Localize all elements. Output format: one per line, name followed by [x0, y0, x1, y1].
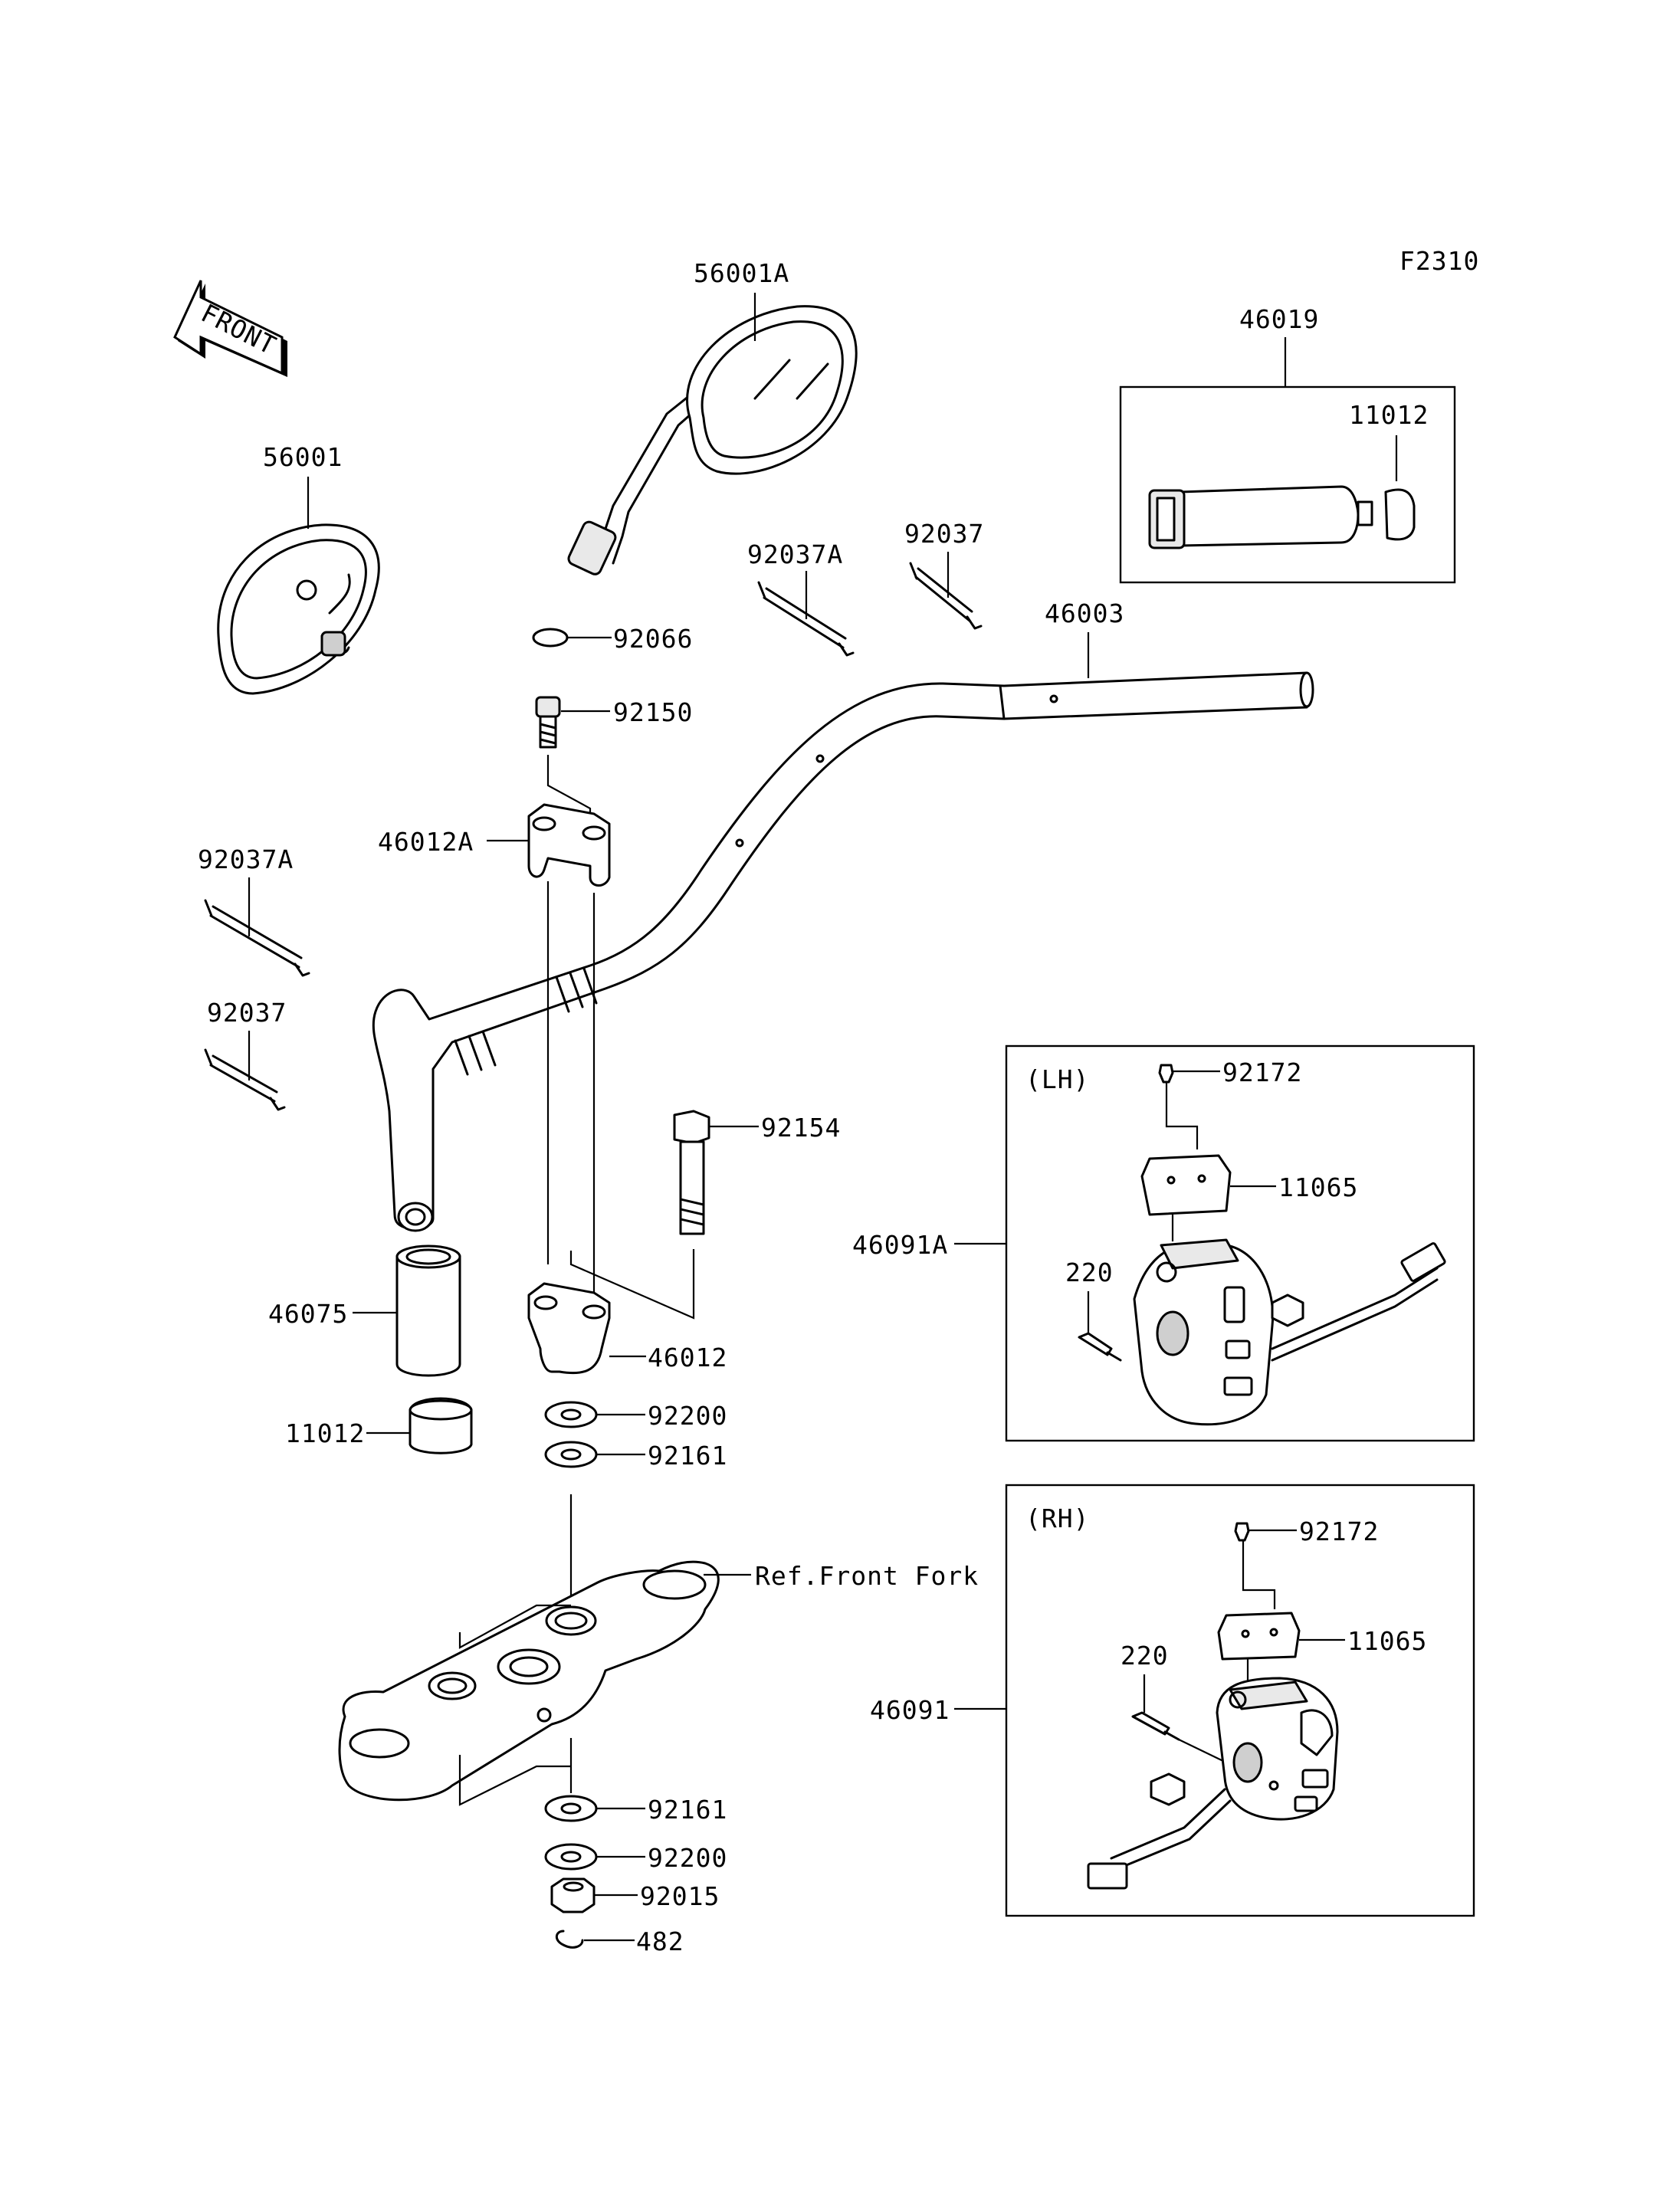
label-46019: 46019 — [1239, 304, 1319, 334]
label-92200-upper: 92200 — [648, 1401, 727, 1431]
bolt-92154: 92154 — [673, 1110, 841, 1235]
label-92200-lower: 92200 — [648, 1843, 727, 1873]
label-92150: 92150 — [613, 697, 693, 727]
upper-holder-46012A: 46012A — [378, 755, 611, 887]
label-92037A-top: 92037A — [747, 539, 843, 569]
end-cap-11012: 11012 — [285, 1397, 473, 1454]
washer-92200-upper: 92200 — [544, 1401, 727, 1431]
mirror-right: 56001A — [567, 258, 858, 575]
grip-46075: 46075 — [268, 1244, 461, 1377]
cable-tie-top-92037: 92037 — [904, 519, 984, 630]
label-92066: 92066 — [613, 624, 693, 654]
label-92037-left: 92037 — [207, 998, 287, 1028]
label-482: 482 — [636, 1926, 684, 1956]
label-92037A-left: 92037A — [198, 844, 294, 874]
label-92037-top: 92037 — [904, 519, 984, 549]
cap-92066: 92066 — [532, 624, 693, 654]
label-92015: 92015 — [640, 1881, 720, 1911]
label-92161-lower: 92161 — [648, 1795, 727, 1825]
rh-bolt-label: 220 — [1121, 1641, 1169, 1671]
lh-switch-box: (LH) 46091A 92172 11065 220 — [852, 1044, 1475, 1442]
label-11012: 11012 — [285, 1418, 365, 1448]
bush-92161-lower: 92161 — [544, 1795, 727, 1825]
label-92161-upper: 92161 — [648, 1441, 727, 1471]
label-46012: 46012 — [648, 1343, 727, 1372]
cable-tie-left-92037: 92037 — [204, 998, 287, 1111]
cable-tie-left-92037A: 92037A — [198, 844, 310, 977]
nut-92015: 92015 — [550, 1877, 720, 1913]
lower-holder-46012: 46012 — [527, 1249, 727, 1375]
front-arrow-icon: FRONT — [173, 280, 287, 377]
bush-92161-upper: 92161 — [544, 1441, 727, 1471]
bolt-92150: 92150 — [535, 696, 693, 749]
mirror-left: 56001 — [217, 442, 380, 695]
rh-assembly-label: 46091 — [870, 1695, 950, 1725]
rh-cover-label: 11065 — [1347, 1626, 1427, 1656]
clip-482: 482 — [555, 1926, 684, 1956]
lh-title: (LH) — [1025, 1064, 1089, 1094]
label-92154: 92154 — [761, 1113, 841, 1143]
label-56001A: 56001A — [694, 258, 789, 288]
label-11012-box: 11012 — [1349, 400, 1429, 430]
label-56001: 56001 — [263, 442, 343, 472]
washer-92200-lower: 92200 — [544, 1843, 727, 1873]
rh-title: (RH) — [1025, 1503, 1089, 1533]
rh-screw-label: 92172 — [1299, 1517, 1379, 1546]
lh-cover-label: 11065 — [1278, 1172, 1358, 1202]
lh-bolt-label: 220 — [1065, 1258, 1114, 1287]
label-ref-front-fork: Ref.Front Fork — [755, 1561, 979, 1591]
label-46012A: 46012A — [378, 827, 474, 857]
handlebar: 46003 — [372, 598, 1314, 1232]
lh-assembly-label: 46091A — [852, 1230, 948, 1260]
rh-switch-box: (RH) 46091 92172 11065 220 — [870, 1484, 1475, 1917]
grip-kit-box: 46019 11012 — [1119, 304, 1456, 584]
figure-code: F2310 — [1399, 246, 1479, 276]
upper-triple-clamp: Ref.Front Fork — [338, 1560, 979, 1806]
label-46003: 46003 — [1045, 598, 1124, 628]
cable-tie-top-92037A: 92037A — [747, 539, 855, 657]
lh-screw-label: 92172 — [1222, 1058, 1302, 1087]
label-46075: 46075 — [268, 1299, 348, 1329]
